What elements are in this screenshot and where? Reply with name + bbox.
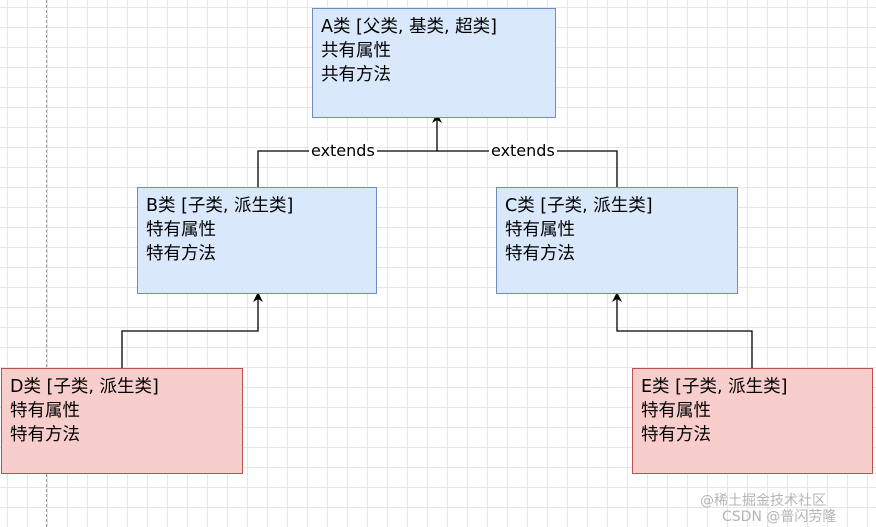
class-a-methods: 共有方法 — [321, 65, 391, 85]
class-b-attributes: 特有属性 — [146, 220, 216, 240]
class-e-methods: 特有方法 — [641, 425, 711, 445]
class-d-attributes: 特有属性 — [10, 401, 80, 421]
dashed-guide-line — [46, 0, 47, 527]
edge-label-c-to-a: extends — [489, 141, 557, 160]
edge-d-to-b[interactable] — [121, 292, 263, 368]
watermark-csdn: CSDN @普闪劳隆 — [722, 509, 837, 525]
class-c-attributes: 特有属性 — [505, 220, 575, 240]
class-c-methods: 特有方法 — [505, 244, 575, 264]
edge-e-to-c[interactable] — [612, 292, 753, 368]
edge-label-b-to-a: extends — [309, 141, 377, 160]
class-c-node[interactable]: C类 [子类, 派生类] 特有属性 特有方法 — [496, 187, 738, 294]
class-b-methods: 特有方法 — [146, 244, 216, 264]
class-e-title: E类 [子类, 派生类] — [641, 377, 788, 397]
class-a-node[interactable]: A类 [父类, 基类, 超类] 共有属性 共有方法 — [312, 8, 556, 118]
watermark-juejin: @稀土掘金技术社区 — [700, 493, 826, 509]
class-e-node[interactable]: E类 [子类, 派生类] 特有属性 特有方法 — [632, 368, 873, 474]
class-a-attributes: 共有属性 — [321, 41, 391, 61]
class-e-attributes: 特有属性 — [641, 401, 711, 421]
class-c-title: C类 [子类, 派生类] — [505, 196, 653, 216]
class-d-title: D类 [子类, 派生类] — [10, 377, 159, 397]
class-a-title: A类 [父类, 基类, 超类] — [321, 17, 497, 37]
class-d-methods: 特有方法 — [10, 425, 80, 445]
class-d-node[interactable]: D类 [子类, 派生类] 特有属性 特有方法 — [1, 368, 243, 474]
class-b-node[interactable]: B类 [子类, 派生类] 特有属性 特有方法 — [137, 187, 377, 294]
class-b-title: B类 [子类, 派生类] — [146, 196, 294, 216]
